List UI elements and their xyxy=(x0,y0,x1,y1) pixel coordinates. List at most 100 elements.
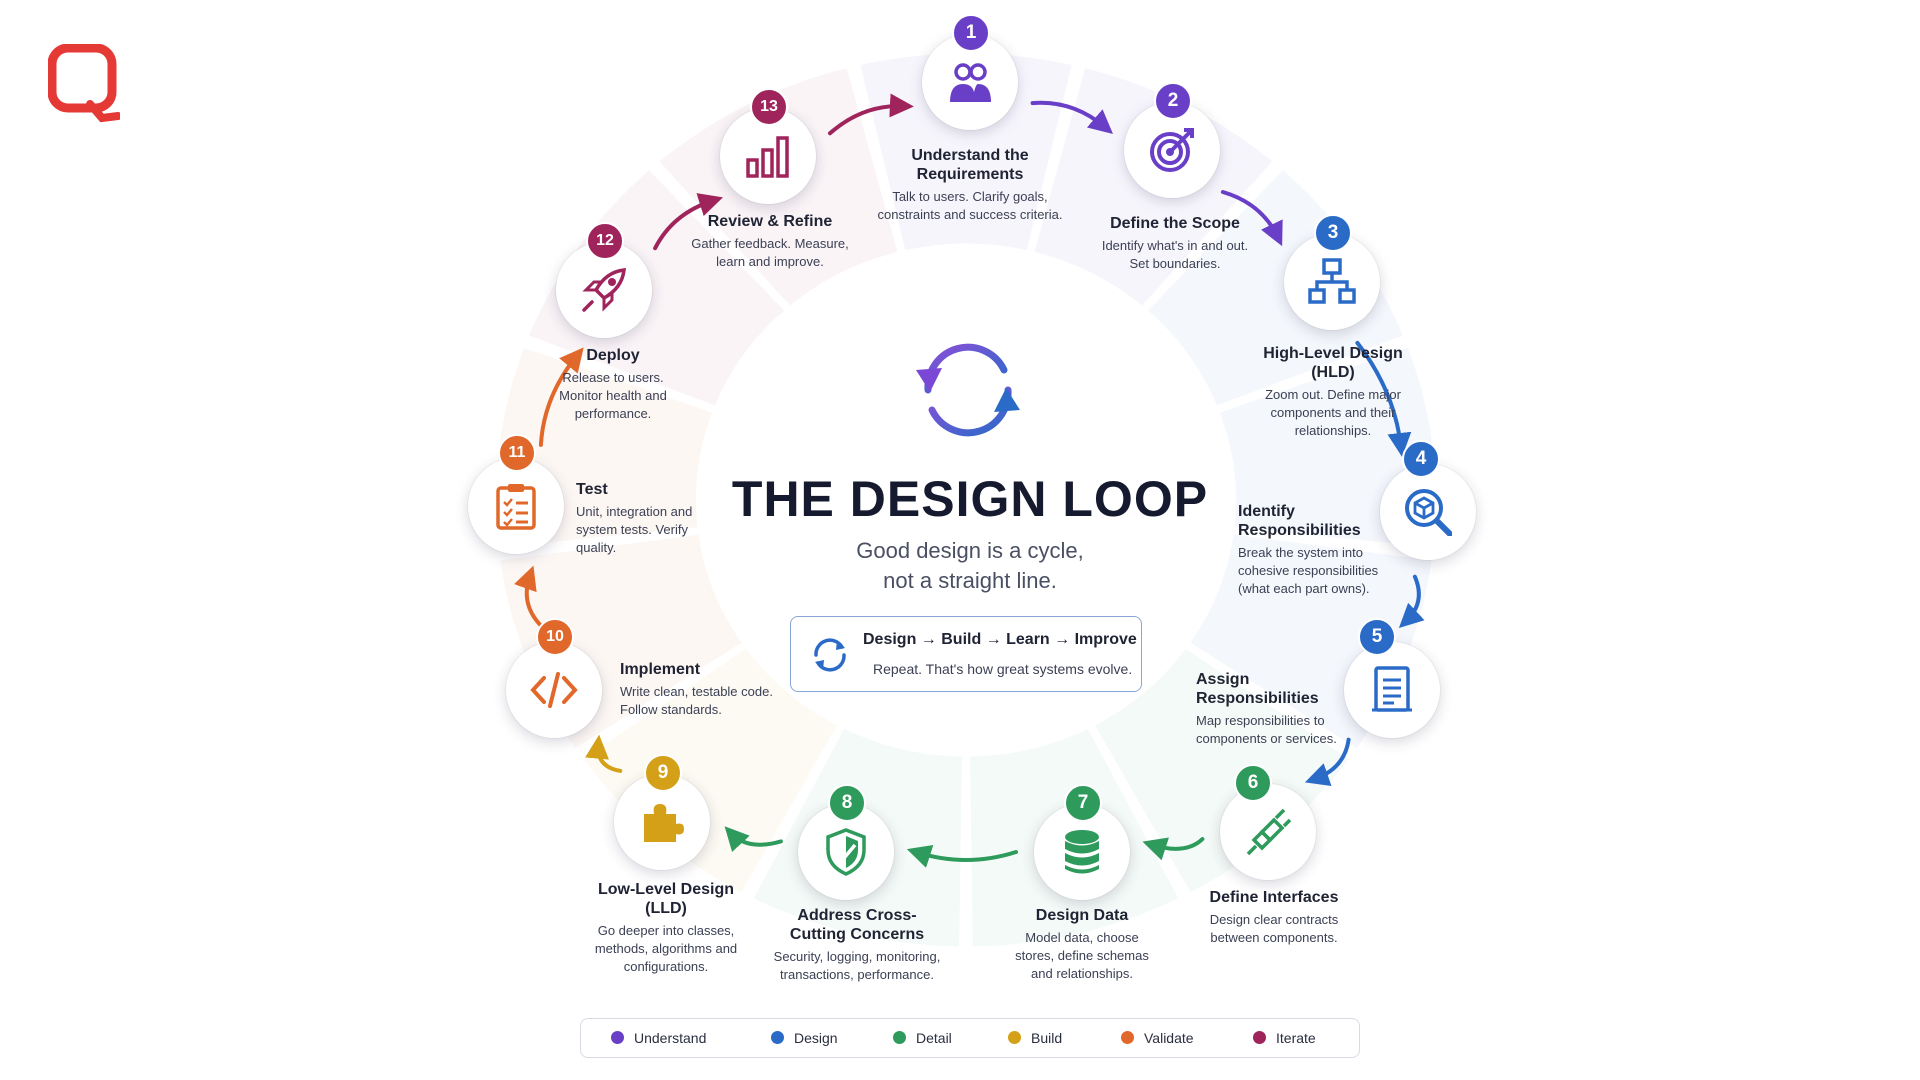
arrow-7-to-8 xyxy=(906,844,1018,868)
step-6-title: Define Interfaces xyxy=(1209,889,1339,906)
arrow-1-to-2 xyxy=(1030,100,1113,134)
arrow-6-to-7 xyxy=(1142,837,1205,861)
legend-dot-iterate xyxy=(1253,1031,1266,1044)
subtitle-line-1: Good design is a cycle, xyxy=(856,538,1084,563)
step-5-badge: 5 xyxy=(1358,618,1396,656)
loop-summary-box: Design → Build → Learn → Improve Repeat.… xyxy=(790,616,1142,692)
legend-dot-understand xyxy=(611,1031,624,1044)
puzzle-icon xyxy=(644,804,684,842)
color-legend: Understand Design Detail Build Validate … xyxy=(580,1018,1360,1058)
users-icon xyxy=(950,63,991,102)
step-11-circle xyxy=(468,458,564,554)
loop-summary-line-2: Repeat. That's how great systems evolve. xyxy=(873,661,1133,677)
step-13-description: Gather feedback. Measure, learn and impr… xyxy=(691,236,849,269)
step-2-title: Define the Scope xyxy=(1110,215,1240,232)
clipboard-icon xyxy=(496,484,536,530)
shield-icon xyxy=(826,828,866,876)
arrow-10-to-11 xyxy=(514,565,543,628)
legend-dot-validate xyxy=(1121,1031,1134,1044)
step-11-description: Unit, integration and system tests. Veri… xyxy=(576,504,693,555)
hierarchy-icon xyxy=(1308,258,1356,304)
step-7-badge: 7 xyxy=(1064,784,1102,822)
step-1-badge: 1 xyxy=(952,14,990,52)
step-1-title: Understand the Requirements xyxy=(911,147,1029,183)
step-11-badge: 11 xyxy=(498,434,536,472)
target-icon xyxy=(1150,128,1194,172)
step-13-badge: 13 xyxy=(750,88,788,126)
step-9-description: Go deeper into classes, methods, algorit… xyxy=(594,923,738,974)
step-9-badge: 9 xyxy=(644,754,682,792)
database-icon xyxy=(1065,830,1099,874)
step-1-description: Talk to users. Clarify goals, constraint… xyxy=(877,189,1063,222)
bar-chart-icon xyxy=(746,136,789,178)
step-3-description: Zoom out. Define major components and th… xyxy=(1265,387,1401,438)
cycle-refresh-icon xyxy=(916,343,1020,437)
legend-item-understand: Understand xyxy=(611,1030,706,1046)
step-11-title: Test xyxy=(576,481,608,498)
step-3-label: High-Level Design (HLD) Zoom out. Define … xyxy=(1248,344,1418,440)
step-4-circle xyxy=(1380,464,1476,560)
step-9-title: Low-Level Design (LLD) xyxy=(597,881,735,917)
step-12-badge: 12 xyxy=(586,222,624,260)
subtitle-line-2: not a straight line. xyxy=(883,568,1057,593)
step-3-badge: 3 xyxy=(1314,214,1352,252)
document-icon xyxy=(1372,666,1412,712)
page-title: THE DESIGN LOOP xyxy=(731,471,1209,527)
step-2-description: Identify what's in and out. Set boundari… xyxy=(1101,238,1249,271)
step-12-title: Deploy xyxy=(586,347,640,364)
step-12-description: Release to users. Monitor health and per… xyxy=(559,370,667,421)
code-icon xyxy=(530,672,578,708)
step-8-description: Security, logging, monitoring, transacti… xyxy=(773,949,941,982)
step-3-title: High-Level Design (HLD) xyxy=(1263,345,1403,381)
step-10-badge: 10 xyxy=(536,618,574,656)
arrow-13-to-1 xyxy=(828,93,914,136)
plug-icon xyxy=(1246,808,1292,856)
legend-item-design: Design xyxy=(771,1030,838,1046)
step-8-badge: 8 xyxy=(828,784,866,822)
step-1-circle xyxy=(922,34,1018,130)
step-5-title: Assign Responsibilities xyxy=(1196,671,1319,707)
step-6-circle xyxy=(1220,784,1316,880)
cycle-small-icon xyxy=(814,638,846,672)
step-9-label: Low-Level Design (LLD) Go deeper into cla… xyxy=(584,880,748,976)
step-8-title: Address Cross-Cutting Concerns xyxy=(789,907,925,943)
legend-item-iterate: Iterate xyxy=(1253,1030,1316,1046)
step-7-description: Model data, choose stores, define schema… xyxy=(1015,930,1149,981)
step-9-circle xyxy=(614,774,710,870)
step-2-badge: 2 xyxy=(1154,82,1192,120)
rocket-icon xyxy=(582,268,626,312)
arrow-9-to-10 xyxy=(585,734,623,773)
arrow-8-to-9 xyxy=(724,826,783,853)
step-10-title: Implement xyxy=(620,661,701,678)
step-10-description: Write clean, testable code. Follow stand… xyxy=(620,684,773,717)
page-subtitle: Good design is a cycle, not a straight l… xyxy=(720,536,1220,596)
legend-dot-build xyxy=(1008,1031,1021,1044)
step-4-description: Break the system into cohesive responsib… xyxy=(1238,545,1379,596)
legend-item-detail: Detail xyxy=(893,1030,952,1046)
loop-summary-line-1: Design → Build → Learn → Improve xyxy=(863,631,1137,648)
step-5-circle xyxy=(1344,642,1440,738)
step-4-title: Identify Responsibilities xyxy=(1238,503,1361,539)
step-5-description: Map responsibilities to components or se… xyxy=(1196,713,1337,746)
step-6-description: Design clear contracts between component… xyxy=(1209,912,1339,945)
legend-dot-design xyxy=(771,1031,784,1044)
step-4-badge: 4 xyxy=(1402,440,1440,478)
legend-item-build: Build xyxy=(1008,1030,1062,1046)
legend-item-validate: Validate xyxy=(1121,1030,1194,1046)
step-10-circle xyxy=(506,642,602,738)
legend-dot-detail xyxy=(893,1031,906,1044)
step-6-badge: 6 xyxy=(1234,764,1272,802)
q-logo-icon xyxy=(48,44,120,123)
step-13-title: Review & Refine xyxy=(707,213,833,230)
